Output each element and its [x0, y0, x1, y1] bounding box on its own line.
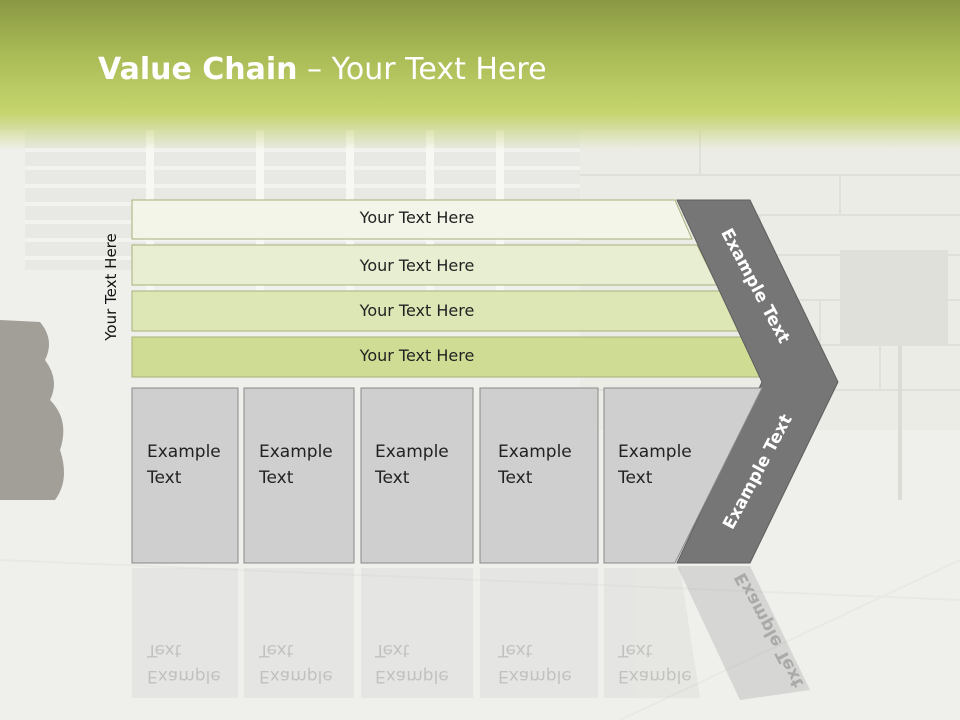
box-3-line1: Example — [375, 442, 449, 462]
strip-1-label: Your Text Here — [359, 208, 475, 227]
box-4-reflection: Example Text — [498, 637, 598, 689]
box-2-reflection-line2: Text — [259, 640, 294, 660]
box-4-reflection-line1: Example — [498, 666, 572, 686]
box-1-line2: Text — [147, 468, 182, 488]
box-5-reflection-line1: Example — [618, 666, 692, 686]
box-3-line2: Text — [375, 468, 410, 488]
box-3-reflection-line1: Example — [375, 666, 449, 686]
box-4-line1: Example — [498, 442, 572, 462]
title-bold: Value Chain — [98, 52, 298, 87]
box-3-reflection-line2: Text — [375, 640, 410, 660]
box-2-reflection-line1: Example — [259, 666, 333, 686]
box-2-reflection: Example Text — [259, 637, 359, 689]
box-5-line1: Example — [618, 442, 692, 462]
box-2-line2: Text — [259, 468, 294, 488]
box-1-reflection-line1: Example — [147, 666, 221, 686]
box-5-reflection-line2: Text — [618, 640, 653, 660]
box-5-reflection: Example Text — [618, 637, 718, 689]
strip-2-label: Your Text Here — [359, 256, 475, 275]
box-4 — [479, 387, 599, 564]
box-3 — [360, 387, 474, 564]
box-2 — [243, 387, 355, 564]
strip-1 — [131, 199, 693, 240]
strip-3-label: Your Text Here — [359, 301, 475, 320]
box-3-reflection: Example Text — [375, 637, 475, 689]
lamp-shade — [840, 250, 948, 345]
strip-4-label: Your Text Here — [359, 346, 475, 365]
box-1 — [131, 387, 239, 564]
box-4-line2: Text — [498, 468, 533, 488]
chevron-reflection — [677, 566, 810, 700]
slide-title: Value Chain – Your Text Here — [98, 52, 547, 87]
title-rest: – Your Text Here — [297, 52, 547, 87]
box-2-line1: Example — [259, 442, 333, 462]
box-1-reflection-line2: Text — [147, 640, 182, 660]
box-4-reflection-line2: Text — [498, 640, 533, 660]
box-5 — [603, 387, 763, 564]
box-1-line1: Example — [147, 442, 221, 462]
box-5-line2: Text — [618, 468, 653, 488]
header-band — [0, 0, 960, 150]
box-1-reflection: Example Text — [147, 637, 247, 689]
vase-stack — [0, 320, 64, 500]
reflection — [132, 568, 700, 698]
chevron-arrow — [676, 199, 839, 564]
